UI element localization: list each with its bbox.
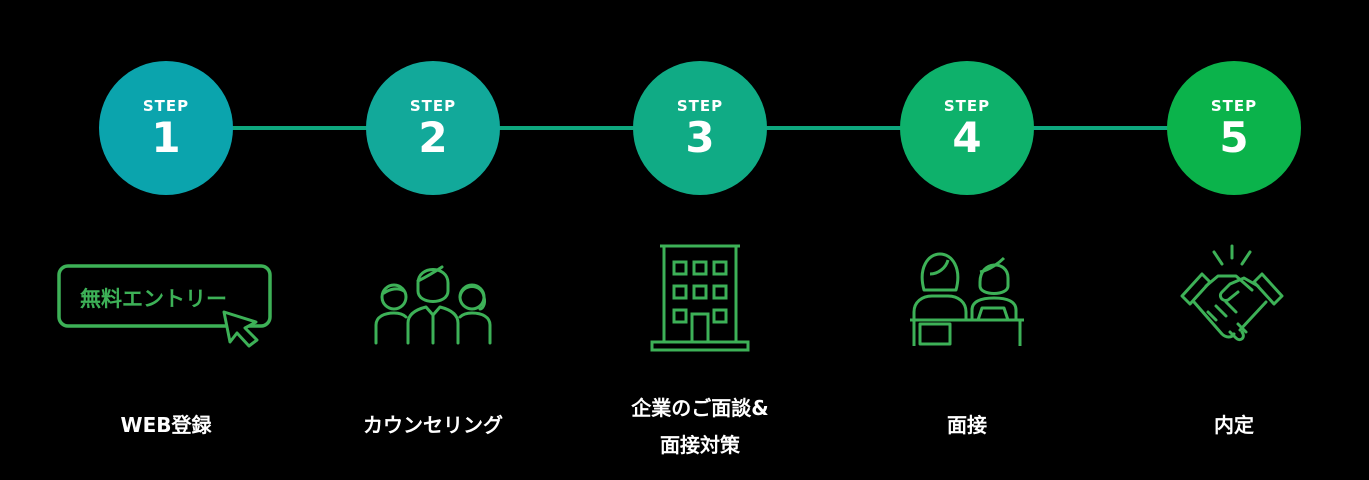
step-2-caption: カウンセリング xyxy=(313,407,553,444)
step-2-circle: STEP 2 xyxy=(366,61,500,195)
step-4-caption: 面接 xyxy=(847,407,1087,444)
caption-line: 面接 xyxy=(947,413,987,437)
entry-button-text: 無料エントリー xyxy=(80,287,227,311)
step-number: 5 xyxy=(1219,113,1249,162)
entry-button-icon: 無料エントリー xyxy=(57,264,272,348)
step-3-caption: 企業のご面談& 面接対策 xyxy=(580,390,820,464)
step-number: 4 xyxy=(952,113,982,162)
step-5-circle: STEP 5 xyxy=(1167,61,1301,195)
caption-line: 面接対策 xyxy=(660,433,740,457)
caption-line: 企業のご面談& xyxy=(631,396,769,420)
step-number: 1 xyxy=(151,113,181,162)
step-5-caption: 内定 xyxy=(1114,407,1354,444)
step-label: STEP xyxy=(1210,97,1258,115)
step-label: STEP xyxy=(943,97,991,115)
step-number: 3 xyxy=(685,113,715,162)
caption-line: カウンセリング xyxy=(363,413,503,437)
step-1-circle: STEP 1 xyxy=(99,61,233,195)
step-label: STEP xyxy=(409,97,457,115)
interview-icon xyxy=(910,252,1024,346)
step-number: 2 xyxy=(418,113,448,162)
step-3-circle: STEP 3 xyxy=(633,61,767,195)
caption-line: WEB登録 xyxy=(120,413,212,437)
handshake-icon xyxy=(1180,244,1284,342)
people-group-icon xyxy=(374,265,492,345)
step-1-caption: WEB登録 xyxy=(46,407,286,444)
step-label: STEP xyxy=(142,97,190,115)
office-building-icon xyxy=(650,244,750,352)
step-label: STEP xyxy=(676,97,724,115)
step-4-circle: STEP 4 xyxy=(900,61,1034,195)
caption-line: 内定 xyxy=(1214,413,1254,437)
